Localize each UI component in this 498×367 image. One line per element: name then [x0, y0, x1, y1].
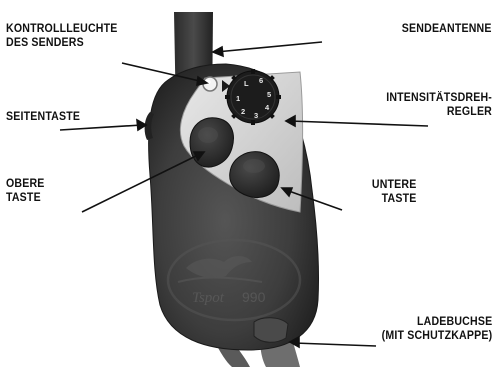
label-side-button-line1: SEITENTASTE	[6, 110, 80, 124]
label-upper-button-line1: OBERE	[6, 177, 45, 191]
leader-charging-jack	[294, 343, 376, 346]
intensity-dial[interactable]: L 1 2 3 4 5 6	[225, 69, 281, 125]
dial-number-6: 6	[259, 76, 263, 85]
brand-text: Tspot	[192, 290, 225, 306]
label-indicator-light-line1: KONTROLLLEUCHTE	[6, 22, 117, 36]
label-upper-button: OBERE TASTE	[6, 177, 45, 205]
dial-number-2: 2	[241, 107, 245, 116]
dial-number-5: 5	[267, 90, 271, 99]
dial-number-l: L	[244, 79, 249, 88]
label-lower-button-line1: UNTERE	[371, 178, 416, 192]
label-intensity-dial: INTENSITÄTSDREH- REGLER	[386, 91, 492, 119]
label-lower-button-line2: TASTE	[371, 192, 416, 206]
label-charging-jack-line1: LADEBUCHSE	[381, 315, 492, 329]
label-charging-jack-line2: (MIT SCHUTZKAPPE)	[381, 329, 492, 343]
dial-number-1: 1	[236, 94, 240, 103]
arrowhead-antenna	[213, 47, 223, 56]
lower-button[interactable]	[230, 152, 280, 198]
charging-jack-cap[interactable]	[254, 318, 288, 343]
label-upper-button-line2: TASTE	[6, 191, 45, 205]
label-intensity-dial-line2: REGLER	[386, 105, 492, 119]
label-antenna: SENDEANTENNE	[402, 22, 492, 36]
label-intensity-dial-line1: INTENSITÄTSDREH-	[386, 91, 492, 105]
label-antenna-line1: SENDEANTENNE	[402, 22, 492, 36]
leader-antenna	[216, 42, 322, 52]
model-text: 990	[242, 289, 266, 305]
label-indicator-light-line2: DES SENDERS	[6, 36, 117, 50]
label-side-button: SEITENTASTE	[6, 110, 80, 124]
leader-side-button	[60, 125, 142, 130]
label-charging-jack: LADEBUCHSE (MIT SCHUTZKAPPE)	[381, 315, 492, 343]
leader-intensity-dial	[290, 121, 428, 126]
label-indicator-light: KONTROLLLEUCHTE DES SENDERS	[6, 22, 117, 50]
label-lower-button: UNTERE TASTE	[371, 178, 416, 206]
dial-number-3: 3	[254, 111, 258, 120]
